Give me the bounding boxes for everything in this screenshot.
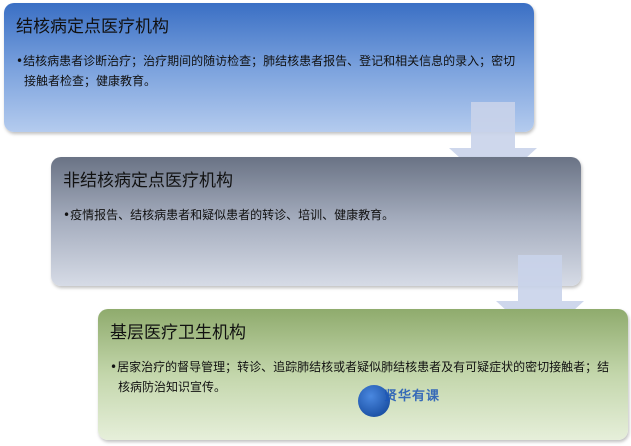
box-primary-care: 基层医疗卫生机构 •居家治疗的督导管理；转诊、追踪肺结核或者疑似肺结核患者及有可… bbox=[98, 309, 628, 440]
box-tb-designated-hospital: 结核病定点医疗机构 •结核病患者诊断治疗；治疗期间的随访检查；肺结核患者报告、登… bbox=[4, 3, 534, 132]
watermark-logo: 贤华有课 bbox=[358, 383, 478, 417]
box-title: 基层医疗卫生机构 bbox=[110, 323, 246, 343]
box-description: •疫情报告、结核病患者和疑似患者的转诊、培训、健康教育。 bbox=[63, 208, 395, 222]
box-title: 非结核病定点医疗机构 bbox=[63, 171, 233, 191]
box-description: •居家治疗的督导管理；转诊、追踪肺结核或者疑似肺结核患者及有可疑症状的密切接触者… bbox=[110, 360, 610, 394]
box-description: •结核病患者诊断治疗；治疗期间的随访检查；肺结核患者报告、登记和相关信息的录入；… bbox=[16, 54, 516, 88]
watermark-text: 贤华有课 bbox=[384, 389, 441, 404]
logo-badge-icon bbox=[358, 385, 390, 417]
box-non-tb-hospital: 非结核病定点医疗机构 •疫情报告、结核病患者和疑似患者的转诊、培训、健康教育。 bbox=[51, 157, 581, 286]
box-title: 结核病定点医疗机构 bbox=[16, 17, 169, 37]
